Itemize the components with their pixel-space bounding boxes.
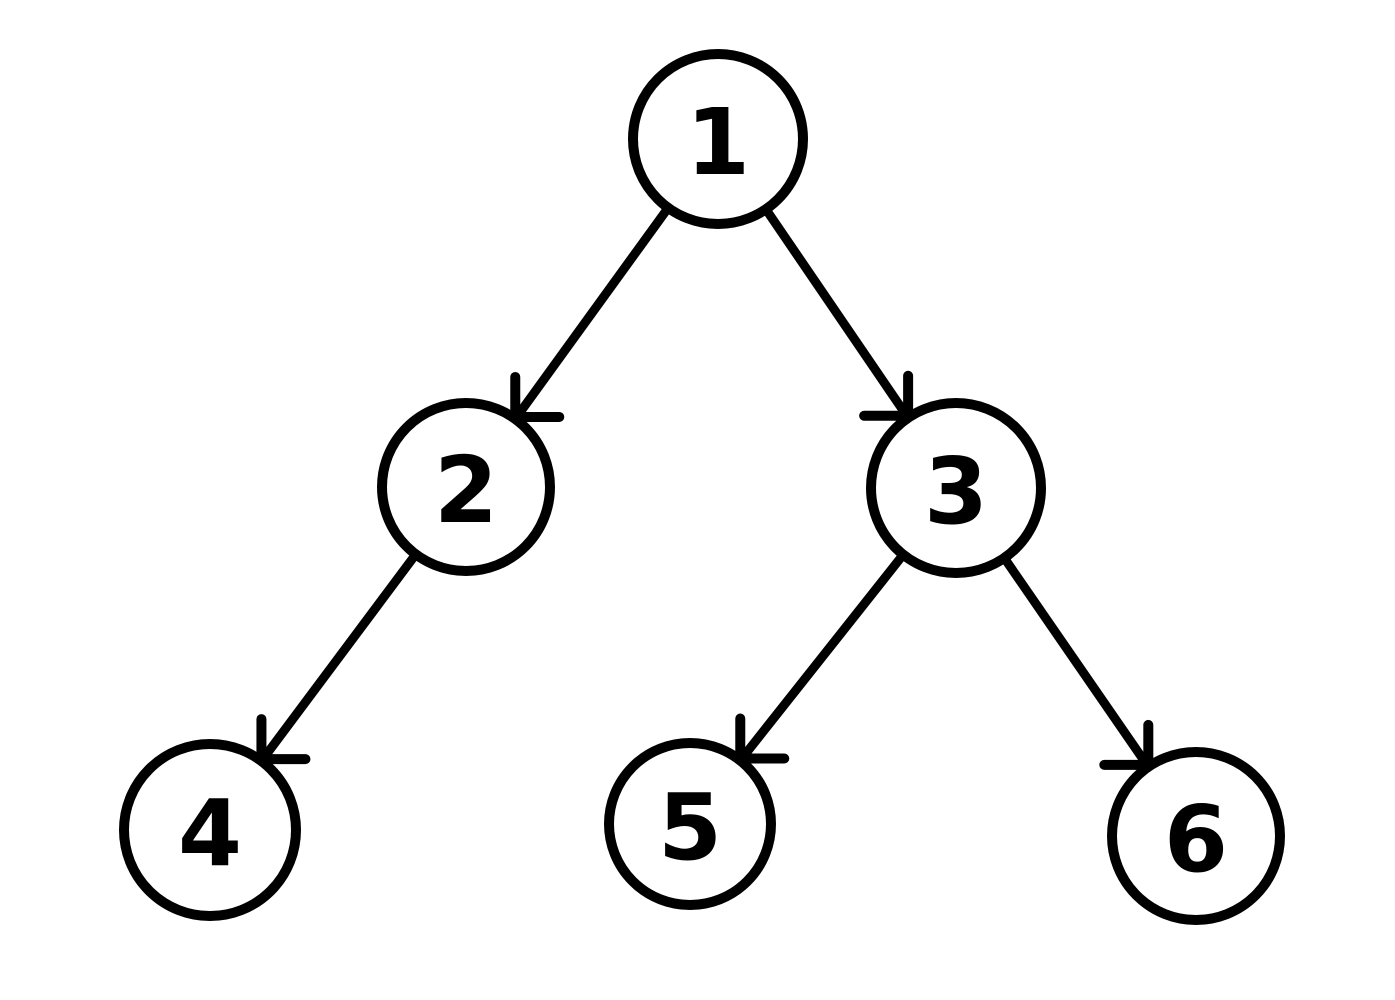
arrowhead bbox=[510, 371, 565, 424]
arrowhead bbox=[735, 713, 790, 766]
node-circle bbox=[1107, 747, 1285, 925]
edge-2-4 bbox=[256, 549, 421, 767]
node-label: 5 bbox=[658, 774, 722, 881]
tree-node-4: 4 bbox=[119, 739, 301, 921]
tree-node-2: 2 bbox=[377, 398, 555, 576]
tree-node-5: 5 bbox=[604, 738, 776, 910]
node-label: 1 bbox=[686, 89, 750, 196]
arrowhead bbox=[859, 370, 914, 423]
edge-3-5 bbox=[735, 550, 908, 766]
node-label: 3 bbox=[924, 438, 988, 545]
tree-node-6: 6 bbox=[1107, 747, 1285, 925]
node-circle bbox=[377, 398, 555, 576]
node-circle bbox=[628, 49, 808, 229]
tree-node-3: 3 bbox=[866, 398, 1046, 578]
edge-3-6 bbox=[999, 553, 1154, 772]
node-circle bbox=[604, 738, 776, 910]
tree-node-1: 1 bbox=[628, 49, 808, 229]
node-label: 4 bbox=[178, 780, 242, 887]
edge-line bbox=[999, 553, 1153, 772]
edge-1-2 bbox=[510, 203, 673, 424]
edge-line bbox=[510, 203, 673, 424]
edge-1-3 bbox=[761, 204, 914, 423]
edge-line bbox=[761, 204, 913, 423]
node-label: 6 bbox=[1164, 786, 1228, 893]
edge-line bbox=[256, 549, 421, 766]
edge-line bbox=[735, 550, 908, 765]
arrowhead bbox=[256, 714, 311, 767]
node-circle bbox=[866, 398, 1046, 578]
node-label: 2 bbox=[434, 437, 498, 544]
arrowhead bbox=[1099, 719, 1154, 772]
node-circle bbox=[119, 739, 301, 921]
